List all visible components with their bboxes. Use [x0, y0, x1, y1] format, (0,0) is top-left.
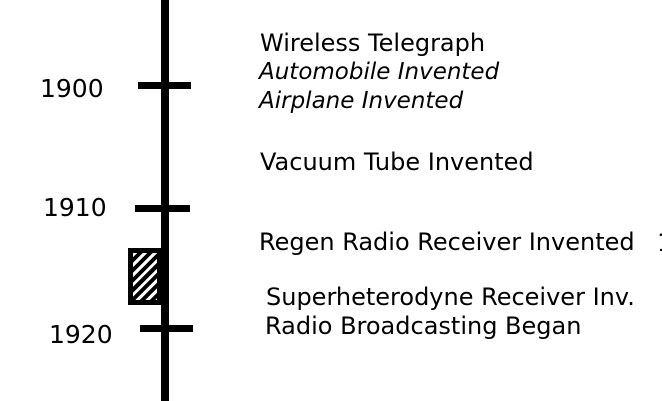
event-superheterodyne-receiver: Superheterodyne Receiver Inv.	[266, 283, 635, 311]
tick-1920	[140, 325, 193, 332]
event-wireless-telegraph: Wireless Telegraph	[260, 29, 486, 57]
event-regen-radio-receiver: Regen Radio Receiver Invented	[259, 228, 635, 256]
event-vacuum-tube-invented: Vacuum Tube Invented	[260, 148, 534, 176]
event-automobile-invented: Automobile Invented	[259, 59, 500, 85]
event-airplane-invented: Airplane Invented	[259, 88, 464, 114]
year-label-1910: 1910	[43, 193, 107, 222]
event-radio-broadcasting: Radio Broadcasting Began	[265, 312, 582, 340]
clipped-text-fragment: 1	[657, 230, 662, 255]
tick-1900	[138, 82, 191, 89]
year-label-1900: 1900	[40, 74, 104, 103]
hatch-pattern	[133, 253, 157, 300]
tick-1910	[135, 205, 190, 212]
timeline-axis	[161, 0, 169, 401]
year-label-1920: 1920	[49, 320, 113, 349]
hatched-period-bar	[128, 248, 162, 305]
